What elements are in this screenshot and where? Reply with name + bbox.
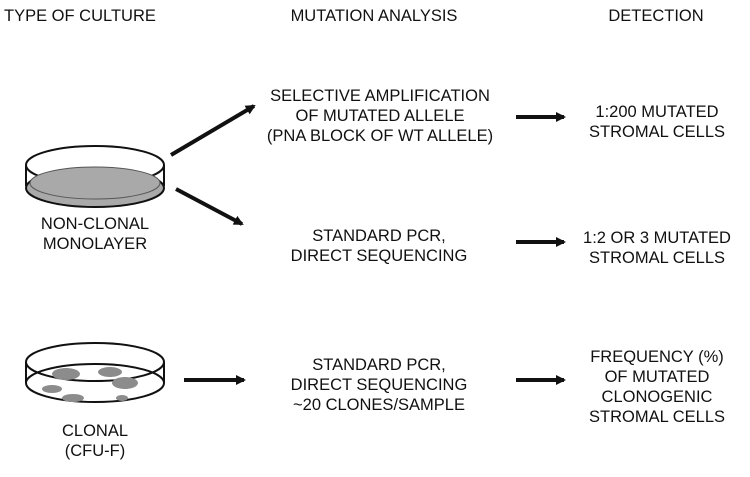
colony	[112, 377, 138, 389]
header-mutation-analysis: MUTATION ANALYSIS	[290, 7, 458, 25]
clonal-standard-pcr-text: STANDARD PCR, DIRECT SEQUENCING ~20 CLON…	[290, 356, 468, 414]
arrow-icon	[175, 187, 244, 226]
colony	[116, 395, 128, 401]
clonal-result-text: FREQUENCY (%) OF MUTATED CLONOGENIC STRO…	[588, 348, 725, 426]
selective-amplification-text: SELECTIVE AMPLIFICATION OF MUTATED ALLEL…	[266, 87, 494, 145]
standard-pcr-text: STANDARD PCR, DIRECT SEQUENCING	[290, 227, 468, 265]
header-detection: DETECTION	[608, 7, 704, 25]
header-type-of-culture: TYPE OF CULTURE	[4, 7, 156, 25]
arrow-icon	[169, 104, 256, 157]
petri-dish-colonies-icon	[25, 342, 165, 403]
nonclonal-label: NON-CLONAL MONOLAYER	[40, 215, 150, 253]
clonal-label: CLONAL (CFU-F)	[61, 422, 129, 460]
selective-result-text: 1:200 MUTATED STROMAL CELLS	[588, 103, 725, 141]
colony	[52, 368, 80, 380]
colony	[98, 367, 122, 377]
petri-dish-monolayer-icon	[25, 145, 165, 208]
colony	[42, 385, 62, 393]
standard-result-text: 1:2 OR 3 MUTATED STROMAL CELLS	[583, 229, 731, 267]
colony	[62, 394, 84, 402]
